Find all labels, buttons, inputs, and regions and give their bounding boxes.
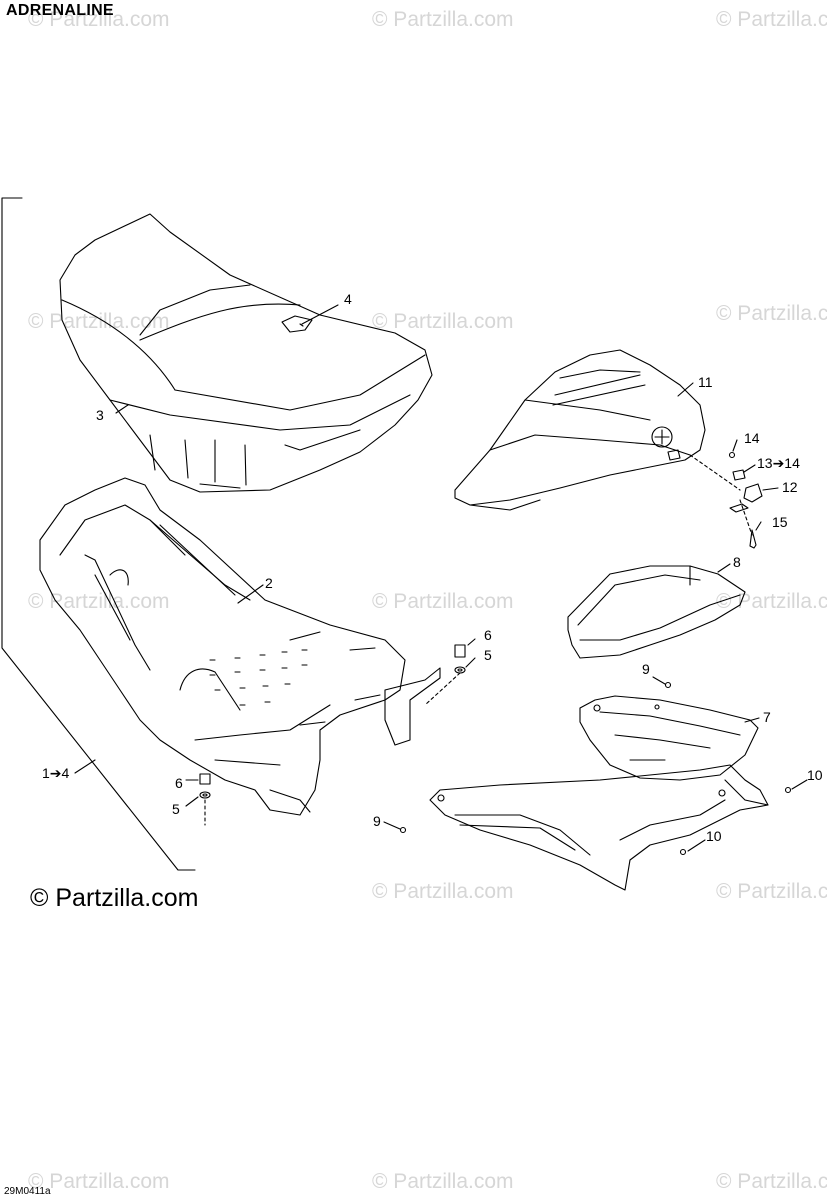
callout-9-upper: 9 xyxy=(642,661,650,677)
callout-1-4: 1➔4 xyxy=(42,765,70,781)
watermark: © Partzilla.com xyxy=(372,310,514,333)
callout-4: 4 xyxy=(344,291,352,307)
callout-5-left: 5 xyxy=(172,801,180,817)
page-title: ADRENALINE xyxy=(6,2,114,19)
watermark: © Partzilla.com xyxy=(28,8,170,31)
assembly-bracket xyxy=(1,197,196,871)
seat-emblem xyxy=(281,315,313,333)
callout-15: 15 xyxy=(772,514,788,530)
watermark: © Partzilla.com xyxy=(372,590,514,613)
callout-10-right: 10 xyxy=(807,767,823,783)
watermark: © Partzilla.com xyxy=(28,1170,170,1193)
lower-panel-part-7 xyxy=(429,764,769,891)
storage-cover-part-11 xyxy=(454,349,706,511)
watermark: © Partzilla.com xyxy=(716,302,827,325)
callout-2: 2 xyxy=(265,575,273,591)
seat-part-3 xyxy=(59,213,433,493)
storage-tray-part-8 xyxy=(567,565,746,659)
watermark: © Partzilla.com xyxy=(28,310,170,333)
upper-panel-part-7 xyxy=(579,695,759,781)
watermark: © Partzilla.com xyxy=(372,8,514,31)
watermark: © Partzilla.com xyxy=(372,880,514,903)
figure-code: 29M0411a xyxy=(4,1186,51,1197)
callout-10-lower: 10 xyxy=(706,828,722,844)
watermark: © Partzilla.com xyxy=(28,590,170,613)
copyright-notice: © Partzilla.com xyxy=(30,884,199,912)
callout-6-left: 6 xyxy=(175,775,183,791)
callout-13-14: 13➔14 xyxy=(757,455,800,471)
callout-6-right: 6 xyxy=(484,627,492,643)
watermark: © Partzilla.com xyxy=(372,1170,514,1193)
callout-5-right: 5 xyxy=(484,647,492,663)
washer-nut-hardware xyxy=(199,644,792,856)
callout-8: 8 xyxy=(733,554,741,570)
watermark: © Partzilla.com xyxy=(716,1170,827,1193)
callout-14: 14 xyxy=(744,430,760,446)
latch-hardware-parts-12-15 xyxy=(689,451,763,549)
callout-11: 11 xyxy=(698,374,713,390)
callout-9-lower: 9 xyxy=(373,813,381,829)
callout-3: 3 xyxy=(96,407,104,423)
callout-7: 7 xyxy=(763,709,771,725)
base-slots xyxy=(209,649,308,706)
seat-base-part-2 xyxy=(39,477,441,816)
watermark: © Partzilla.com xyxy=(716,880,827,903)
callout-12: 12 xyxy=(782,479,798,495)
watermark: © Partzilla.com xyxy=(716,8,827,31)
leader-lines xyxy=(74,304,808,852)
